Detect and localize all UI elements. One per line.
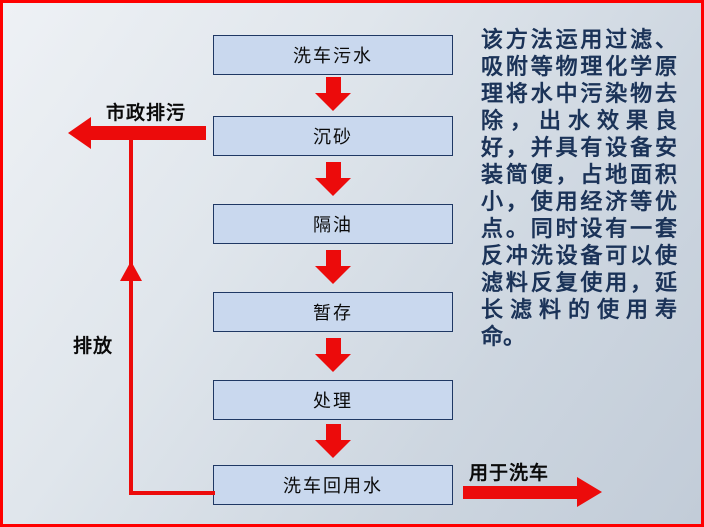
arrow-down-icon [315, 338, 351, 372]
reuse-label: 用于洗车 [469, 462, 550, 484]
return-line-vertical [129, 133, 133, 495]
arrow-down-icon [315, 162, 351, 196]
arrow-head [315, 93, 351, 111]
flow-box-temporary-storage: 暂存 [213, 292, 453, 332]
arrow-left-stem [90, 126, 206, 140]
arrow-stem [325, 77, 341, 93]
flow-box-label: 处理 [313, 391, 353, 412]
discharge-label: 排放 [73, 335, 114, 357]
arrow-head [315, 266, 351, 284]
arrow-down-icon [315, 250, 351, 284]
flow-box-oil-separation: 隔油 [213, 204, 453, 244]
municipal-discharge-label: 市政排污 [106, 102, 187, 124]
flow-box-label: 洗车污水 [293, 46, 373, 67]
flow-box-label: 暂存 [313, 303, 353, 324]
flow-box-car-wash-wastewater: 洗车污水 [213, 35, 453, 75]
arrow-down-icon [315, 77, 351, 111]
arrow-right-stem [463, 486, 577, 499]
arrow-head [315, 440, 351, 458]
arrow-stem [325, 250, 341, 266]
flow-box-treatment: 处理 [213, 380, 453, 420]
arrow-down-icon [315, 424, 351, 458]
flow-box-label: 隔油 [313, 215, 353, 236]
flow-box-recycled-water: 洗车回用水 [213, 465, 453, 505]
flow-box-label: 洗车回用水 [283, 476, 383, 497]
return-line-horizontal [129, 491, 215, 495]
flow-box-label: 沉砂 [313, 127, 353, 148]
arrow-stem [325, 424, 341, 440]
arrow-stem [325, 338, 341, 354]
arrow-head [315, 354, 351, 372]
arrow-up-icon [120, 261, 142, 281]
arrow-head [315, 178, 351, 196]
arrow-right-icon [577, 477, 602, 507]
flow-box-sand-settling: 沉砂 [213, 116, 453, 156]
arrow-left-icon [68, 117, 91, 149]
arrow-stem [325, 162, 341, 178]
description-text: 该方法运用过滤、吸附等物理化学原理将水中污染物去除，出水效果良好，并具有设备安装… [481, 28, 677, 350]
